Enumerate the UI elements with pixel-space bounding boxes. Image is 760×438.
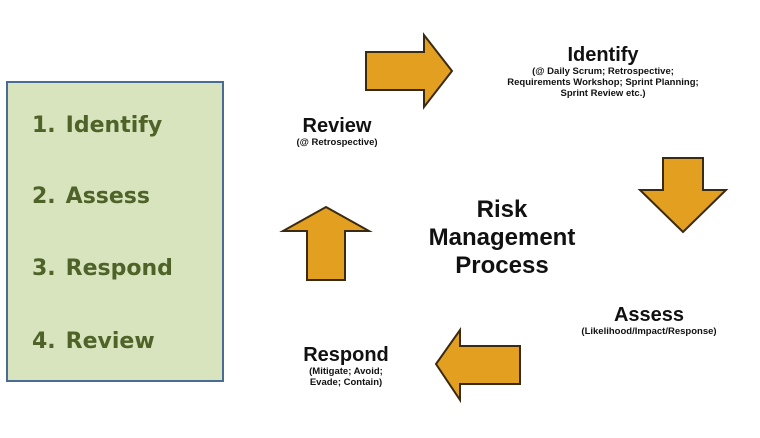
respond-title: Respond <box>303 344 389 366</box>
step-number: 4. <box>32 329 56 354</box>
arrow-down-icon <box>637 157 729 234</box>
step-label: Review <box>65 329 155 354</box>
arrow-up-icon <box>279 205 373 281</box>
step-item-assess: 2. Assess <box>32 184 150 209</box>
assess-title: Assess <box>613 304 685 326</box>
review-label: Review (@ Retrospective) <box>275 115 399 148</box>
assess-subtitle: (Likelihood/Impact/Response) <box>581 326 717 337</box>
step-label: Respond <box>65 256 173 281</box>
respond-subtitle-2: Evade; Contain) <box>309 377 383 388</box>
step-number: 3. <box>32 256 56 281</box>
identify-subtitle-2: Requirements Workshop; Sprint Planning; <box>507 77 699 88</box>
center-title: Risk Management Process <box>404 196 600 280</box>
identify-label: Identify (@ Daily Scrum; Retrospective; … <box>470 44 736 99</box>
center-line-1: Risk <box>476 196 528 223</box>
step-label: Identify <box>65 113 163 138</box>
step-number: 1. <box>32 113 56 138</box>
review-title: Review <box>302 115 372 137</box>
center-line-3: Process <box>455 252 549 279</box>
assess-label: Assess (Likelihood/Impact/Response) <box>540 304 758 337</box>
center-line-2: Management <box>428 224 576 251</box>
identify-title: Identify <box>567 44 639 66</box>
steps-list-box: 1. Identify 2. Assess 3. Respond 4. Review <box>6 81 224 382</box>
arrow-right-icon <box>365 32 454 110</box>
arrow-left-icon <box>434 326 521 404</box>
step-number: 2. <box>32 184 56 209</box>
step-label: Assess <box>65 184 150 209</box>
respond-label: Respond (Mitigate; Avoid; Evade; Contain… <box>282 344 410 388</box>
step-item-respond: 3. Respond <box>32 256 173 281</box>
identify-subtitle-3: Sprint Review etc.) <box>560 88 646 99</box>
respond-subtitle-1: (Mitigate; Avoid; <box>309 366 383 377</box>
step-item-identify: 1. Identify <box>32 113 162 138</box>
step-item-review: 4. Review <box>32 329 155 354</box>
identify-subtitle-1: (@ Daily Scrum; Retrospective; <box>532 66 674 77</box>
review-subtitle: (@ Retrospective) <box>296 137 378 148</box>
